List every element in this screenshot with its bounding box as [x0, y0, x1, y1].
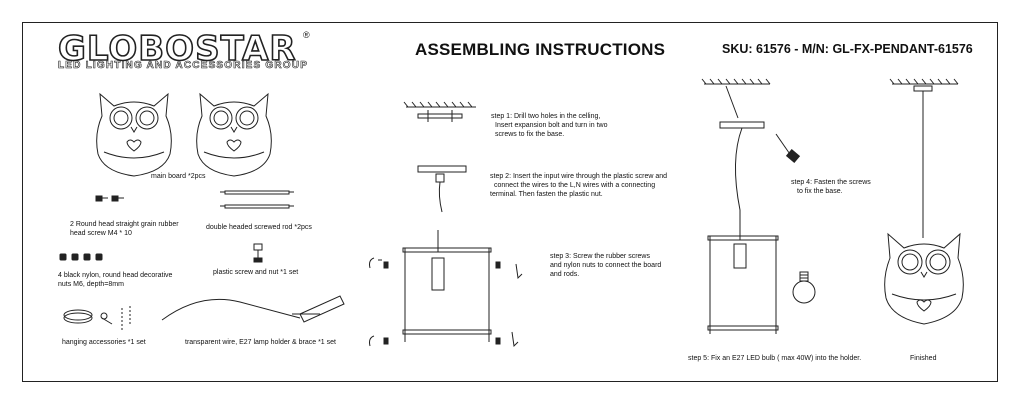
rubber-screw-label-line1: 2 Round head straight grain rubber — [70, 221, 179, 228]
plastic-screw-icon — [253, 243, 263, 263]
step1-line2: Insert expansion bolt and turn in two — [495, 122, 608, 129]
step1-line1: step 1: Drill two holes in the celling, — [491, 113, 601, 120]
step5-text: step 5: Fix an E27 LED bulb ( max 40W) i… — [688, 355, 862, 362]
step2-wiring-diagram — [417, 165, 467, 213]
instruction-sheet-border — [22, 22, 998, 382]
main-board-label: main board *2pcs — [151, 173, 206, 180]
step2-line2: connect the wires to the L,N wires with … — [494, 182, 656, 189]
hanging-accessories-label: hanging accessories *1 set — [62, 339, 146, 346]
step3-line3: and rods. — [550, 271, 580, 278]
rubber-screw-icon — [95, 195, 124, 202]
nylon-nut-label-line1: 4 black nylon, round head decorative — [58, 272, 173, 279]
step4-line2: to fix the base. — [797, 188, 843, 195]
owl-board-illustration — [196, 92, 272, 177]
rubber-screw-label-line2: head screw M4 * 10 — [70, 230, 132, 237]
brand-tagline: LED LIGHTING AND ACCESSORIES GROUP — [58, 60, 309, 72]
finished-pendant-illustration — [884, 78, 964, 325]
owl-board-illustration — [96, 92, 172, 177]
step3-frame-diagram — [369, 230, 523, 348]
step3-line2: and nylon nuts to connect the board — [550, 262, 662, 269]
step2-line1: step 2: Insert the input wire through th… — [490, 173, 668, 180]
step2-line3: terminal. Then fasten the plastic nut. — [490, 191, 603, 198]
brand-logo: GLOBOSTAR — [57, 29, 297, 69]
step4-line1: step 4: Fasten the screws — [791, 179, 871, 186]
wire-holder-label: transparent wire, E27 lamp holder & brac… — [185, 339, 336, 346]
page-title: ASSEMBLING INSTRUCTIONS — [415, 40, 666, 59]
wire-holder-icon — [161, 295, 345, 323]
step1-ceiling-diagram — [403, 101, 476, 122]
nylon-nut-label-line2: nuts M6, depth=8mm — [58, 281, 124, 288]
registered-mark: ® — [303, 30, 310, 40]
rod-label: double headed screwed rod *2pcs — [206, 224, 312, 231]
sku-model-number: SKU: 61576 - M/N: GL-FX-PENDANT-61576 — [722, 42, 973, 56]
step1-line3: screws to fix the base. — [495, 131, 565, 138]
step4-pendant-diagram — [701, 78, 801, 334]
step3-line1: step 3: Screw the rubber screws — [550, 253, 650, 260]
led-bulb-icon — [792, 271, 816, 304]
nylon-nut-icon — [59, 253, 103, 261]
finished-label: Finished — [910, 355, 937, 362]
rod-icon — [220, 190, 294, 209]
plastic-screw-label: plastic screw and nut *1 set — [213, 269, 299, 276]
canopy-icon — [63, 306, 131, 330]
